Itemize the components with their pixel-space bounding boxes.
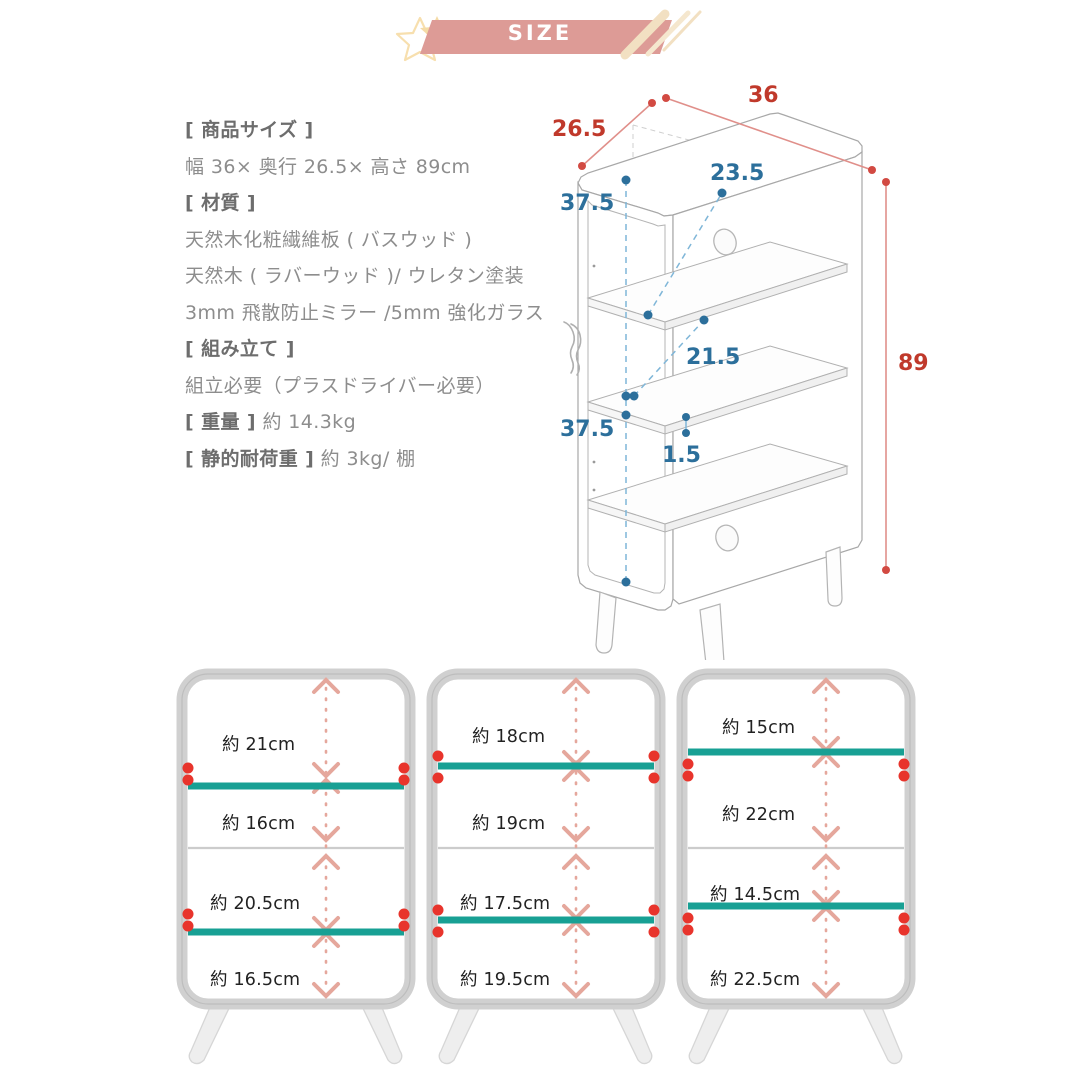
shelves (586, 241, 849, 533)
dimension-label-89: 89 (898, 351, 929, 376)
panel-3-graphic (676, 668, 916, 1065)
shelf-peg-dots (182, 762, 410, 932)
banner-ribbon (420, 20, 672, 54)
panel-body (176, 668, 416, 1010)
panel-3-compartment-label-2: 約 22cm (722, 805, 796, 825)
panel-3-compartment-label-1: 約 15cm (722, 718, 796, 738)
spec-line-material-heading: [ 材質 ] (185, 192, 256, 214)
spec-load-label: [ 静的耐荷重 ] (185, 447, 315, 470)
spec-line-assembly-value: 組立必要（プラスドライバー必要） (185, 374, 495, 397)
panel-1-compartment-label-2: 約 16cm (222, 814, 296, 834)
dimension-label-36: 36 (748, 83, 779, 108)
adjustable-shelves (688, 748, 904, 910)
panel-body (676, 668, 916, 1010)
shelf-peg-dots (682, 758, 910, 936)
spec-line-load-capacity: [ 静的耐荷重 ] 約 3kg/ 棚 (185, 441, 565, 478)
door-handle-icon (563, 321, 582, 376)
panel-1-compartment-label-4: 約 16.5cm (210, 970, 301, 990)
shelf-peg-dots (432, 750, 660, 938)
spec-text-block: [ 商品サイズ ] 幅 36× 奥行 26.5× 高さ 89cm [ 材質 ] … (185, 112, 565, 477)
shelf-configuration-panel-3: 約 15cm 約 22cm 約 14.5cm 約 22.5cm (676, 668, 916, 1068)
spec-line-material-1: 天然木化粧繊維板 ( バスウッド ) (185, 228, 473, 251)
main-cabinet-diagram: 26.5 36 89 37.5 37.5 23.5 21.5 (540, 70, 940, 673)
panel-2-compartment-label-3: 約 17.5cm (460, 894, 551, 914)
panel-2-compartment-label-2: 約 19cm (472, 814, 546, 834)
cabinet-legs (595, 546, 843, 673)
dimension-label-15: 1.5 (662, 443, 701, 468)
spec-line-weight: [ 重量 ] 約 14.3kg (185, 404, 565, 441)
adjustable-shelves (188, 782, 404, 936)
panel-legs (188, 997, 403, 1065)
panel-1-compartment-label-1: 約 21cm (222, 735, 296, 755)
dimension-label-375-upper: 37.5 (560, 191, 614, 216)
panel-body-outline (181, 673, 411, 1005)
banner-graphic (395, 9, 702, 62)
dimension-width-36: 36 (662, 83, 876, 174)
spec-weight-label: [ 重量 ] (185, 411, 256, 433)
shelf-pin-marks (592, 264, 596, 492)
panel-3-compartment-label-3: 約 14.5cm (710, 885, 801, 905)
dimension-interior-235: 23.5 (643, 161, 764, 320)
door-frame (587, 199, 666, 594)
spec-line-material-3: 3mm 飛散防止ミラー /5mm 強化ガラス (185, 301, 545, 324)
dimension-label-375-lower: 37.5 (560, 417, 614, 442)
panel-1-compartment-label-3: 約 20.5cm (210, 894, 301, 914)
panel-legs (688, 997, 903, 1065)
knob-icon (713, 228, 739, 552)
dimension-label-235: 23.5 (710, 161, 764, 186)
panel-body-outline (431, 673, 661, 1005)
panel-body (426, 668, 666, 1010)
dimension-depth-265: 26.5 (552, 99, 656, 170)
panel-body-outline (681, 673, 911, 1005)
header-banner: SIZE (0, 0, 1080, 68)
dimension-label-265: 26.5 (552, 117, 606, 142)
spec-line-material-2: 天然木 ( ラバーウッド )/ ウレタン塗装 (185, 265, 524, 287)
streak-decoration (620, 9, 702, 60)
panel-legs (438, 997, 653, 1065)
spec-line-product-size-value: 幅 36× 奥行 26.5× 高さ 89cm (185, 155, 471, 178)
panel-2-compartment-label-4: 約 19.5cm (460, 970, 551, 990)
panel-2-graphic (426, 668, 666, 1065)
spec-line-product-size-heading: [ 商品サイズ ] (185, 119, 314, 141)
dimension-interior-guideline (621, 175, 631, 587)
spec-line-assembly-heading: [ 組み立て ] (185, 338, 295, 360)
panel-1-graphic (176, 668, 416, 1065)
dimension-height-89: 89 (882, 178, 929, 574)
adjustable-shelves (438, 762, 654, 924)
panel-2-compartment-label-1: 約 18cm (472, 727, 546, 747)
shelf-configuration-panel-1: 約 21cm 約 16cm 約 20.5cm 約 16.5cm (176, 668, 416, 1068)
shelf-configuration-panel-2: 約 18cm 約 19cm 約 17.5cm 約 19.5cm (426, 668, 666, 1068)
dimension-label-215: 21.5 (686, 345, 740, 370)
panel-3-compartment-label-4: 約 22.5cm (710, 970, 801, 990)
spec-weight-value: 約 14.3kg (256, 411, 357, 433)
dimension-interior-215: 21.5 (629, 315, 740, 401)
dimension-shelf-thickness-15: 1.5 (662, 413, 701, 468)
banner-title-text: SIZE (507, 21, 573, 45)
spec-load-value: 約 3kg/ 棚 (314, 447, 416, 470)
